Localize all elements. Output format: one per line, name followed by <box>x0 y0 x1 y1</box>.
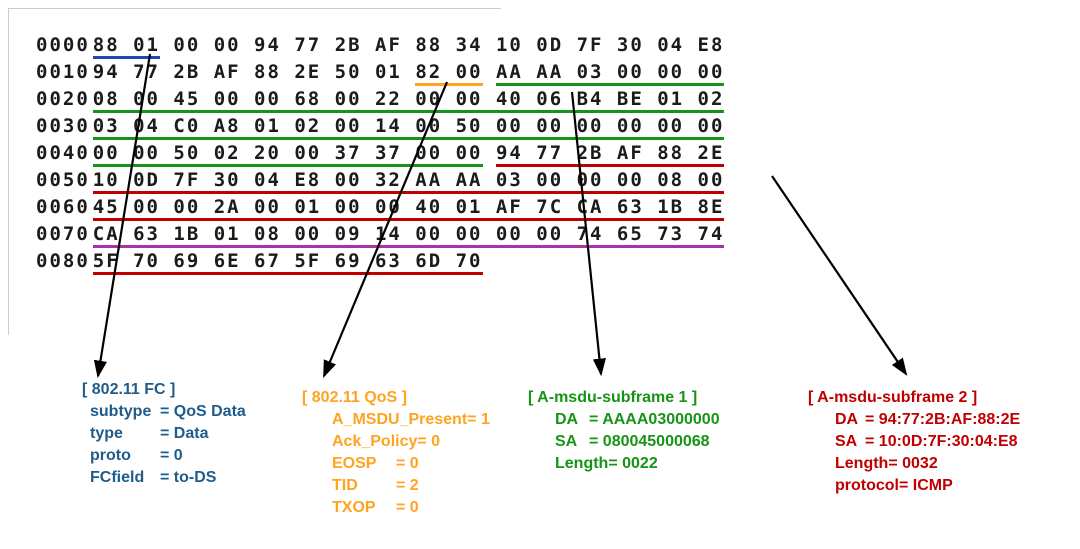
annotation-amsdu-subframe-2: [ A-msdu-subframe 2 ] DA = 94:77:2B:AF:88… <box>808 387 1020 497</box>
hex-offset: 0020 <box>36 88 90 110</box>
annotation-field: TXOP = 0 <box>332 497 490 519</box>
annotation-title: [ 802.11 QoS ] <box>302 389 407 406</box>
annotation-802-11-fc: [ 802.11 FC ] subtype = QoS Data type = Dat… <box>82 379 246 489</box>
hex-bytes-darkred-underline: 45 00 00 2A 00 01 00 00 40 01 AF 7C CA 6… <box>92 197 725 221</box>
arrow-subframe2 <box>771 175 908 376</box>
field-key: SA <box>555 433 578 450</box>
field-value: = 0 <box>417 433 441 450</box>
annotation-field: proto = 0 <box>90 445 246 467</box>
field-value: = 10:0D:7F:30:04:E8 <box>865 433 1018 450</box>
field-key: type <box>90 425 123 442</box>
hex-bytes-darkred-underline: 5F 70 69 6E 67 5F 69 63 6D 70 <box>92 251 483 275</box>
field-key: proto <box>90 447 131 464</box>
hex-bytes-green-underline: 03 04 C0 A8 01 02 00 14 00 50 00 00 00 0… <box>92 116 725 140</box>
annotation-field: Length= 0032 <box>835 453 1020 475</box>
annotation-field: EOSP = 0 <box>332 453 490 475</box>
hex-offset: 0060 <box>36 196 90 218</box>
field-value: = 0 <box>396 499 419 516</box>
field-key: Length <box>835 455 889 472</box>
field-key: DA <box>555 411 579 428</box>
hex-offset: 0080 <box>36 250 90 272</box>
hex-bytes <box>160 35 173 59</box>
field-key: A_MSDU_Present <box>332 411 468 428</box>
hex-offset: 0050 <box>36 169 90 191</box>
annotation-fields: subtype = QoS Data type = Data proto = 0 FCfie… <box>90 401 246 489</box>
hex-offset: 0010 <box>36 61 90 83</box>
hex-bytes <box>483 143 496 167</box>
hex-offset: 0000 <box>36 34 90 56</box>
field-value: = 2 <box>396 477 419 494</box>
field-value: = 080045000068 <box>589 433 710 450</box>
field-value: = 0 <box>396 455 419 472</box>
annotation-title: [ A-msdu-subframe 2 ] <box>808 389 978 406</box>
field-key: DA <box>835 411 859 428</box>
hex-bytes-green-underline: 00 00 50 02 20 00 37 37 00 00 <box>92 143 483 167</box>
field-value: = 0032 <box>888 455 938 472</box>
field-value: = QoS Data <box>160 403 246 420</box>
hex-bytes <box>483 62 496 86</box>
annotation-fields: DA = 94:77:2B:AF:88:2E SA = 10:0D:7F:30:04:… <box>835 409 1020 497</box>
field-key: TXOP <box>332 499 376 516</box>
annotation-field: SA = 080045000068 <box>555 431 720 453</box>
hex-bytes-darkred-underline: 10 0D 7F 30 04 E8 00 32 AA AA 03 00 00 0… <box>92 170 725 194</box>
annotation-title: [ A-msdu-subframe 1 ] <box>528 389 698 406</box>
hex-offset: 0070 <box>36 223 90 245</box>
annotation-title: [ 802.11 FC ] <box>82 381 176 398</box>
field-key: subtype <box>90 403 152 420</box>
field-value: = 0022 <box>608 455 658 472</box>
field-value: = ICMP <box>899 477 953 494</box>
field-key: Ack_Policy <box>332 433 418 450</box>
annotation-field: Length= 0022 <box>555 453 720 475</box>
field-value: = to-DS <box>160 469 217 486</box>
hex-bytes-green-underline: 08 00 45 00 00 68 00 22 00 00 40 06 B4 B… <box>92 89 725 113</box>
annotation-field: DA = AAAA03000000 <box>555 409 720 431</box>
hex-offset: 0040 <box>36 142 90 164</box>
field-value: = 1 <box>467 411 490 428</box>
field-value: = 94:77:2B:AF:88:2E <box>865 411 1021 428</box>
field-value: = 0 <box>160 447 183 464</box>
field-key: SA <box>835 433 858 450</box>
annotation-field: protocol= ICMP <box>835 475 1020 497</box>
field-value: = AAAA03000000 <box>589 411 720 428</box>
code-block-border <box>8 8 501 335</box>
annotation-field: Ack_Policy= 0 <box>332 431 490 453</box>
annotation-field: A_MSDU_Present= 1 <box>332 409 490 431</box>
annotation-field: DA = 94:77:2B:AF:88:2E <box>835 409 1020 431</box>
hex-bytes: 00 00 94 77 2B AF 88 34 10 0D 7F 30 04 E… <box>173 34 725 56</box>
field-key: Length <box>555 455 609 472</box>
hex-bytes-blue-underline: 88 01 <box>92 35 160 59</box>
hex-bytes: 94 77 2B AF 88 2E 50 01 <box>92 61 416 83</box>
field-key: FCfield <box>90 469 145 486</box>
field-key: protocol <box>835 477 899 494</box>
hex-bytes-green-underline: AA AA 03 00 00 00 <box>495 62 725 86</box>
field-key: TID <box>332 477 358 494</box>
field-value: = Data <box>160 425 209 442</box>
hex-bytes-darkred-underline: 94 77 2B AF 88 2E <box>495 143 725 167</box>
annotation-field: FCfield = to-DS <box>90 467 246 489</box>
field-key: EOSP <box>332 455 377 472</box>
hex-bytes-purple-underline: CA 63 1B 01 08 00 09 14 00 00 00 00 74 6… <box>92 224 725 248</box>
annotation-field: type = Data <box>90 423 246 445</box>
annotation-field: SA = 10:0D:7F:30:04:E8 <box>835 431 1020 453</box>
annotation-field: TID = 2 <box>332 475 490 497</box>
hex-offset: 0030 <box>36 115 90 137</box>
hex-bytes-orange-underline: 82 00 <box>415 62 483 86</box>
annotation-field: subtype = QoS Data <box>90 401 246 423</box>
